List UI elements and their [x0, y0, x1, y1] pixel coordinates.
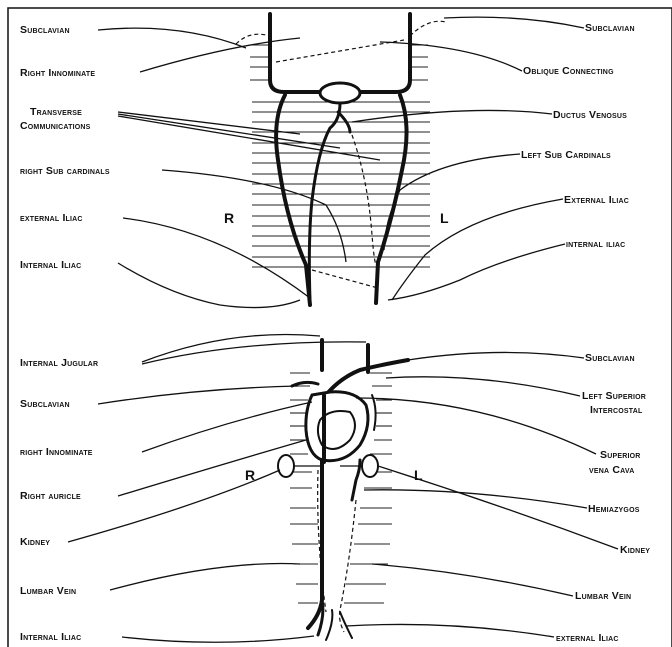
label-internal-iliac-top-right: internal iliac: [566, 238, 625, 250]
leader-hemiazygos: [364, 490, 587, 508]
kidney-right-shape: [362, 455, 378, 477]
label-vena-cava: vena Cava: [589, 464, 635, 476]
label-subclavian-top-left: Subclavian: [20, 24, 70, 36]
label-right-innominate-top: Right Innominate: [20, 67, 95, 79]
label-oblique-connecting-top: Oblique Connecting: [523, 65, 614, 77]
label-intercostal: Intercostal: [590, 404, 643, 416]
label-subclavian-bottom-left: Subclavian: [20, 398, 70, 410]
label-left-sub-cardinals-top: Left Sub Cardinals: [521, 149, 611, 161]
label-right-auricle: Right auricle: [20, 490, 81, 502]
leader-subclavian-top-right: [444, 17, 584, 28]
label-lumbar-vein-bottom-right: Lumbar Vein: [575, 590, 631, 602]
label-right-sub-cardinals-top: right Sub cardinals: [20, 165, 110, 177]
label-ductus-venosus-top: Ductus Venosus: [553, 109, 627, 121]
label-internal-iliac-bottom-left: Internal Iliac: [20, 631, 81, 643]
label-communications-top: Communications: [20, 120, 91, 132]
leader-internal-iliac-top-right: [388, 244, 565, 300]
side-label-left-top: L: [440, 210, 449, 226]
label-kidney-bottom-left: Kidney: [20, 536, 50, 548]
leader-internal-jugular-2: [142, 342, 366, 364]
leader-lumbar-vein-bottom-right: [372, 564, 573, 596]
label-left-superior: Left Superior: [582, 390, 646, 402]
label-lumbar-vein-bottom-left: Lumbar Vein: [20, 585, 76, 597]
label-superior: Superior: [600, 449, 641, 461]
leader-left-superior-intercostal: [386, 377, 580, 396]
leader-subclavian-bottom-left: [98, 386, 298, 404]
label-right-innominate-bottom: right Innominate: [20, 446, 93, 458]
leader-lumbar-vein-bottom-left: [110, 564, 300, 590]
veins-top: [236, 14, 446, 305]
label-external-iliac-top-right: External Iliac: [564, 194, 629, 206]
leader-subclavian-bottom-right: [408, 352, 584, 360]
label-subclavian-bottom-right: Subclavian: [585, 352, 635, 364]
label-hemiazygos: Hemiazygos: [588, 503, 640, 515]
label-transverse-top: Transverse: [30, 106, 82, 118]
label-internal-jugular: Internal Jugular: [20, 357, 98, 369]
leader-transverse-3: [118, 116, 380, 160]
side-label-right-top: R: [224, 210, 234, 226]
sinus-venosus: [320, 83, 360, 103]
leader-right-innominate-top: [140, 38, 300, 72]
leader-subclavian-top-left: [98, 28, 246, 48]
leader-external-iliac-top-right: [392, 199, 563, 300]
bottom-diagram: R L Internal Jugular Subclavian right In…: [20, 334, 650, 644]
label-internal-iliac-top-left: Internal Iliac: [20, 259, 81, 271]
leader-oblique-connecting-top: [380, 42, 522, 71]
leader-internal-iliac-bottom-left: [122, 636, 314, 642]
leader-transverse-2: [118, 114, 340, 148]
leader-external-iliac-bottom-right: [346, 624, 554, 637]
label-external-iliac-top-left: external Iliac: [20, 212, 83, 224]
leader-external-iliac-top-left: [123, 218, 310, 298]
leader-internal-iliac-top-left: [118, 263, 300, 308]
label-external-iliac-bottom-right: external Iliac: [556, 632, 619, 644]
leader-right-innominate-bottom: [142, 402, 312, 452]
top-diagram: R L Subclavian Right Innominate Transver…: [20, 14, 635, 308]
label-subclavian-top-right: Subclavian: [585, 22, 635, 34]
label-kidney-bottom-right: Kidney: [620, 544, 650, 556]
kidney-left-shape: [278, 455, 294, 477]
